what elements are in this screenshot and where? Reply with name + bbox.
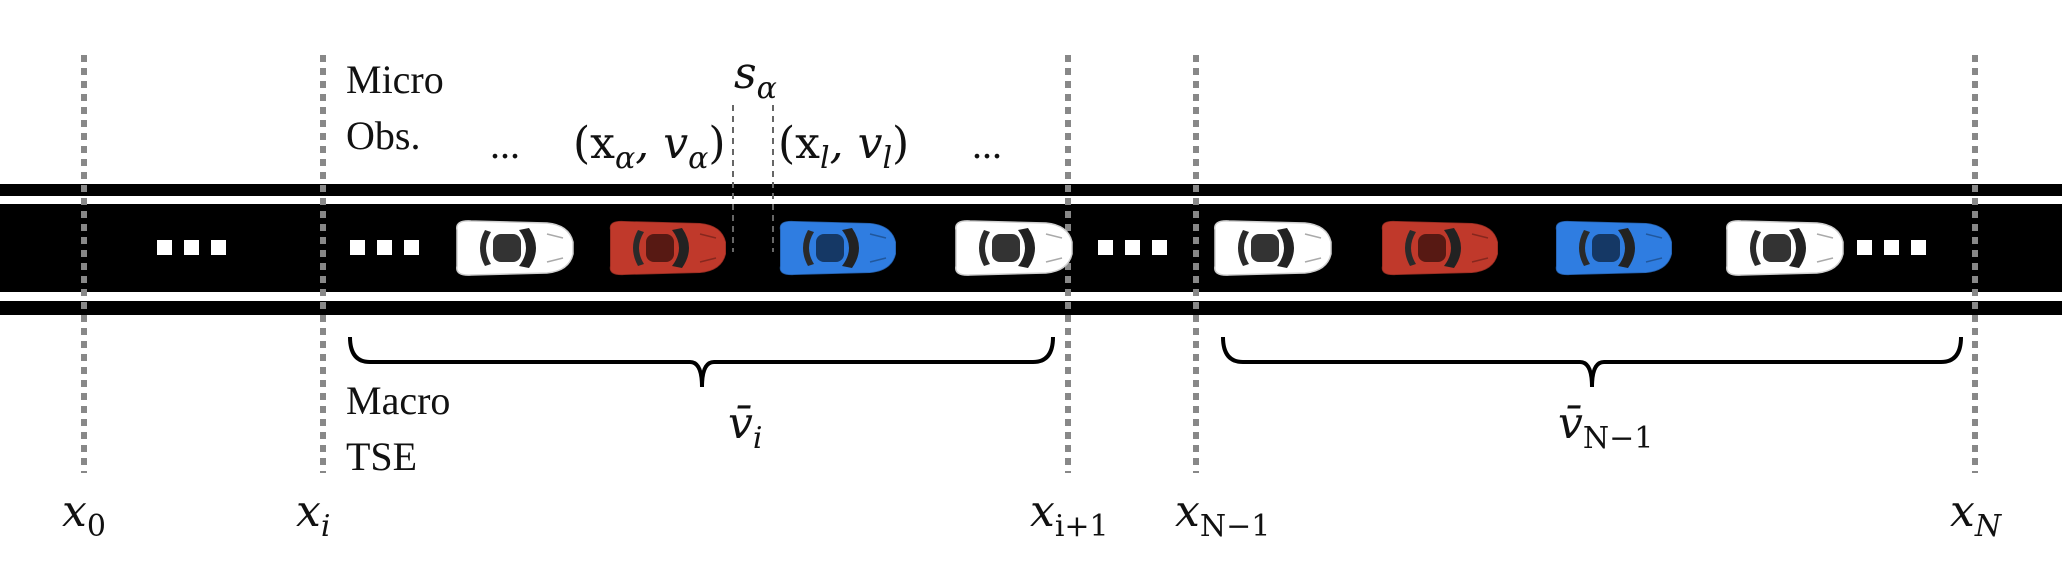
- brace-cell-i: [348, 336, 1055, 388]
- road-dots-2: [350, 240, 419, 255]
- leader-state-label: (xl, vl): [778, 118, 909, 176]
- ellipsis-left: ...: [490, 122, 520, 167]
- macro-label-line2: TSE: [346, 434, 417, 479]
- car-white-2: [955, 220, 1073, 276]
- spacing-label: sα: [734, 48, 777, 106]
- cars: [456, 220, 1844, 276]
- follower-state-label: (xα, vα): [573, 118, 726, 176]
- mean-speed-i-label: v̄i: [728, 398, 762, 456]
- boundary-label-xi: xi: [296, 486, 330, 544]
- car-blue-2: [1555, 220, 1673, 276]
- spacing-markers: [732, 105, 774, 252]
- car-white-3: [1214, 220, 1332, 276]
- boundary-label-xN1: xN−1: [1175, 486, 1270, 544]
- brace-cell-n1: [1221, 336, 1963, 388]
- macro-label-line1: Macro: [346, 378, 450, 423]
- micro-label-line1: Micro: [346, 57, 444, 102]
- ellipsis-right: ...: [972, 122, 1002, 167]
- boundary-label-xN: xN: [1950, 486, 2003, 544]
- car-blue-leader: [779, 220, 897, 276]
- mean-speed-n1-label: v̄N−1: [1558, 398, 1653, 456]
- car-red-2: [1381, 220, 1499, 276]
- micro-label-line2: Obs.: [346, 113, 420, 158]
- road-dots-1: [157, 240, 226, 255]
- braces: [348, 336, 1963, 388]
- road-dots-4: [1857, 240, 1926, 255]
- road-ellipsis-marks: [157, 240, 1926, 255]
- car-red-follower: [609, 220, 727, 276]
- boundary-label-xi1: xi+1: [1030, 486, 1109, 544]
- car-white-1: [456, 220, 574, 276]
- car-white-4: [1726, 220, 1844, 276]
- boundary-label-x0: x0: [62, 486, 106, 544]
- road-dots-3: [1098, 240, 1167, 255]
